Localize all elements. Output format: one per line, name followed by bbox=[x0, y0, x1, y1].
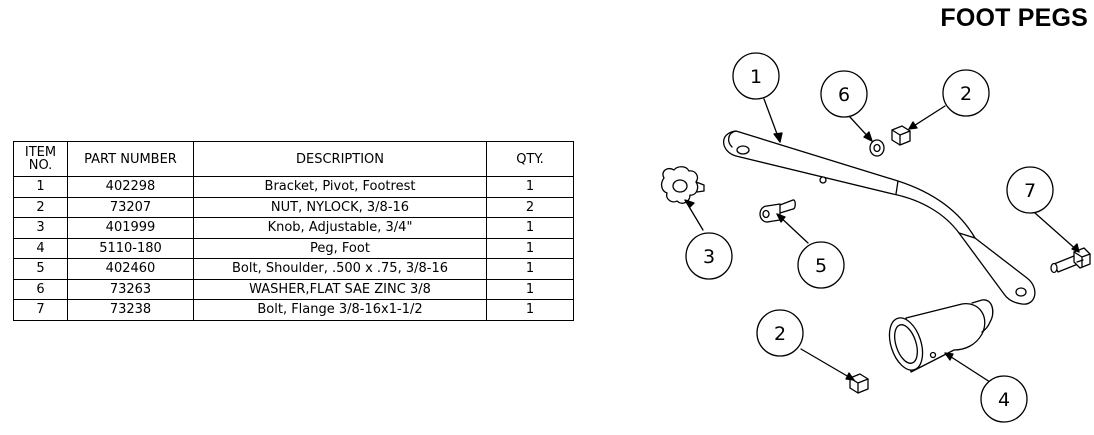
balloon-5-label: 5 bbox=[815, 255, 827, 277]
foot-peg-part bbox=[888, 299, 994, 373]
balloon-3 bbox=[685, 232, 733, 280]
table-row: 1 402298 Bracket, Pivot, Footrest 1 bbox=[13, 176, 574, 198]
leader-arrowheads bbox=[684, 121, 1080, 381]
balloon-1-label: 1 bbox=[750, 66, 762, 88]
table-row: 6 73263 WASHER,FLAT SAE ZINC 3/8 1 bbox=[13, 278, 574, 300]
balloon-6 bbox=[820, 70, 868, 118]
cell-description: Bolt, Flange 3/8-16x1-1/2 bbox=[193, 299, 487, 321]
header-description: DESCRIPTION bbox=[193, 141, 487, 177]
balloon-7-label: 7 bbox=[1024, 180, 1036, 202]
pivot-bracket-part bbox=[722, 130, 1036, 305]
cell-qty: 1 bbox=[486, 299, 574, 321]
cell-part-number: 402460 bbox=[67, 258, 194, 280]
balloon-7 bbox=[1006, 166, 1054, 214]
balloon-4-label: 4 bbox=[998, 389, 1010, 411]
table-row: 3 401999 Knob, Adjustable, 3/4" 1 bbox=[13, 217, 574, 239]
balloon-2-lower bbox=[756, 309, 804, 357]
header-qty: QTY. bbox=[486, 141, 574, 177]
cell-description: Bracket, Pivot, Footrest bbox=[193, 176, 487, 198]
shoulder-bolt-part bbox=[759, 199, 796, 223]
washer-part bbox=[869, 139, 885, 157]
page-title: FOOT PEGS bbox=[940, 4, 1088, 32]
table-row: 7 73238 Bolt, Flange 3/8-16x1-1/2 1 bbox=[13, 299, 574, 321]
cell-part-number: 73238 bbox=[67, 299, 194, 321]
nylock-nut-part-upper bbox=[891, 125, 911, 146]
adjustable-knob-part bbox=[660, 166, 705, 204]
cell-item: 7 bbox=[13, 299, 68, 321]
cell-part-number: 5110-180 bbox=[67, 237, 194, 259]
balloon-2-upper bbox=[942, 69, 990, 117]
balloon-2-lower-label: 2 bbox=[774, 323, 786, 345]
cell-description: Knob, Adjustable, 3/4" bbox=[193, 217, 487, 239]
balloon-2-upper-label: 2 bbox=[960, 83, 972, 105]
table-row: 2 73207 NUT, NYLOCK, 3/8-16 2 bbox=[13, 196, 574, 218]
balloon-6-label: 6 bbox=[838, 84, 850, 106]
balloon-1 bbox=[732, 52, 780, 100]
nylock-nut-part-lower bbox=[849, 373, 869, 394]
flange-bolt-part bbox=[1050, 247, 1091, 274]
balloon-3-label: 3 bbox=[703, 246, 715, 268]
cell-description: Peg, Foot bbox=[193, 237, 487, 259]
table-row: 4 5110-180 Peg, Foot 1 bbox=[13, 237, 574, 259]
balloon-5 bbox=[797, 241, 845, 289]
cell-part-number: 73207 bbox=[67, 196, 194, 218]
balloon-4 bbox=[980, 375, 1028, 423]
table-row: 5 402460 Bolt, Shoulder, .500 x .75, 3/8… bbox=[13, 258, 574, 280]
